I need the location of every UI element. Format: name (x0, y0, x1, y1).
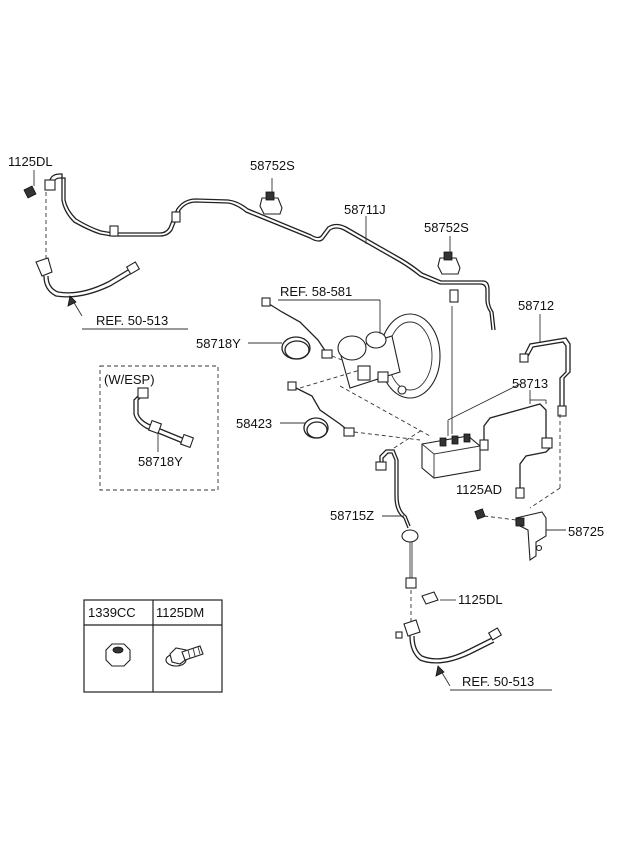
flange-bolt-icon (165, 645, 204, 667)
label-w-esp: (W/ESP) (104, 372, 155, 387)
label-1125DL-lower: 1125DL (458, 592, 503, 607)
abs-hydraulic-unit (421, 306, 521, 479)
label-58718Y-esp: 58718Y (138, 454, 183, 469)
label-58725: 58725 (568, 524, 604, 539)
label-58712: 58712 (518, 298, 554, 313)
coil-pipe-58718Y (248, 297, 343, 361)
label-58423: 58423 (236, 416, 272, 431)
bolt-1125DL-lower (421, 591, 456, 605)
rear-brake-tube-58711J (44, 173, 496, 331)
bracket-58725 (515, 487, 566, 561)
label-58711J: 58711J (344, 202, 386, 217)
label-ref-50-513-lower: REF. 50-513 (462, 674, 534, 689)
table-header-1339CC: 1339CC (88, 605, 136, 620)
label-58752S-upper: 58752S (250, 158, 295, 173)
master-cylinder-booster (337, 300, 441, 399)
pipe-58713 (479, 390, 553, 499)
pipe-58712 (519, 314, 571, 490)
clip-58752S-upper (259, 178, 283, 215)
table-header-1125DM: 1125DM (156, 605, 204, 620)
rear-hose-upper (35, 257, 141, 317)
coil-pipe-58423 (280, 369, 431, 441)
nut-icon (105, 643, 131, 667)
pipe-58715Z (375, 429, 423, 624)
label-1125AD: 1125AD (456, 482, 502, 497)
label-58715Z: 58715Z (330, 508, 374, 523)
label-ref-58-581: REF. 58-581 (280, 284, 352, 299)
rear-hose-lower (395, 619, 503, 687)
label-58718Y-main: 58718Y (196, 336, 241, 351)
label-1125DL-upper: 1125DL (8, 154, 53, 169)
parts-table (83, 599, 223, 693)
label-58713: 58713 (512, 376, 548, 391)
bolt-1125AD (474, 508, 517, 521)
label-ref-50-513-upper: REF. 50-513 (96, 313, 168, 328)
clip-58752S-lower (437, 236, 461, 275)
esp-variant-box (99, 365, 219, 491)
label-58752S-lower: 58752S (424, 220, 469, 235)
bolt-1125DL-upper (23, 170, 47, 262)
